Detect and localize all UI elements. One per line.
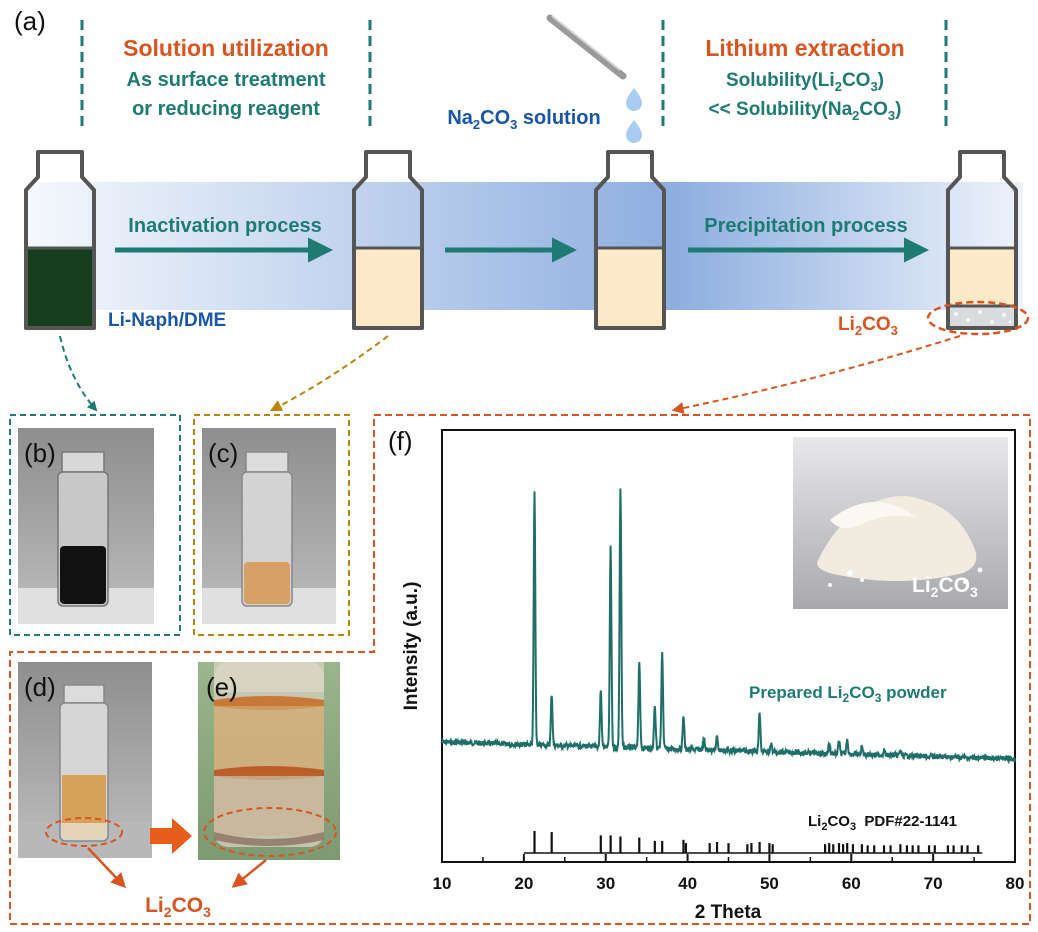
x-axis-ticks bbox=[441, 854, 1016, 862]
y-axis-title: Intensity (a.u.) bbox=[401, 582, 422, 711]
vial-with-na2co3 bbox=[594, 150, 666, 330]
inactivation-process-label: Inactivation process bbox=[128, 215, 321, 237]
photo-vial-c bbox=[241, 451, 293, 607]
arrow-d-to-label bbox=[87, 847, 127, 889]
process-band bbox=[28, 182, 1023, 310]
precipitate-highlight-d bbox=[45, 817, 123, 847]
photo-vial-d bbox=[59, 684, 109, 842]
vial-inactivated bbox=[352, 150, 424, 330]
panel-d: (d) bbox=[18, 662, 152, 858]
panel-c-label: (c) bbox=[208, 438, 238, 468]
arrow-d-to-e bbox=[150, 818, 192, 854]
precipitate-highlight bbox=[926, 300, 1030, 336]
na2co3-solution-label: Na2CO3 solution bbox=[447, 107, 600, 132]
connector-to-c bbox=[269, 335, 389, 412]
panel-c: (c) bbox=[193, 414, 350, 636]
panel-f-label: (f) bbox=[388, 426, 413, 456]
panel-d-label: (d) bbox=[24, 672, 56, 702]
lithium-line-1: Solubility(Li2CO3) bbox=[726, 70, 884, 94]
solution-line-1: As surface treatment bbox=[127, 69, 326, 91]
dropper-icon bbox=[546, 14, 642, 143]
vial-li-naph bbox=[24, 150, 96, 330]
x-tick-label: 50 bbox=[760, 874, 779, 893]
panel-b-label: (b) bbox=[24, 438, 56, 468]
x-tick-label: 70 bbox=[924, 874, 943, 893]
drop-icon bbox=[626, 88, 642, 111]
li-naph-dme-label: Li-Naph/DME bbox=[108, 310, 226, 331]
panel-b: (b) bbox=[9, 414, 181, 636]
series-label: Prepared Li2CO3 powder bbox=[749, 683, 947, 705]
li2co3-precipitate-label: Li2CO3 bbox=[838, 314, 898, 338]
panel-e: (e) bbox=[198, 662, 340, 860]
x-tick-label: 80 bbox=[1006, 874, 1025, 893]
xrd-series-line bbox=[441, 488, 1016, 765]
lithium-extraction-title: Lithium extraction bbox=[705, 35, 904, 61]
header-brackets bbox=[80, 20, 948, 132]
panel-f: (f) 10 20 30 40 50 60 70 80 2 Theta Intensity (… bbox=[388, 426, 1024, 923]
arrow-e-to-label bbox=[231, 859, 267, 888]
x-axis-tick-labels: 10 20 30 40 50 60 70 80 bbox=[433, 874, 1025, 893]
x-tick-label: 10 bbox=[433, 874, 452, 893]
reference-label: Li2CO3 PDF#22-1141 bbox=[808, 813, 957, 833]
solution-utilization-title: Solution utilization bbox=[123, 35, 329, 61]
photo-vial-b bbox=[57, 451, 109, 607]
connector-to-b bbox=[59, 335, 98, 412]
x-tick-label: 30 bbox=[596, 874, 615, 893]
precipitation-process-label: Precipitation process bbox=[704, 215, 907, 237]
inset-label: Li2CO3 bbox=[912, 574, 978, 600]
solution-line-2: or reducing reagent bbox=[132, 98, 320, 120]
x-tick-label: 40 bbox=[678, 874, 697, 893]
drop-icon bbox=[626, 120, 642, 143]
panel-a: (a) Solution utilization As surface trea… bbox=[14, 6, 1030, 338]
panel-def-frame bbox=[9, 414, 1031, 925]
reference-pattern bbox=[523, 831, 983, 854]
x-tick-label: 20 bbox=[514, 874, 533, 893]
x-axis-title: 2 Theta bbox=[695, 902, 762, 923]
panel-a-label: (a) bbox=[14, 6, 46, 36]
li2co3-bottom-label: Li2CO3 bbox=[145, 894, 211, 920]
x-tick-label: 60 bbox=[842, 874, 861, 893]
panel-e-label: (e) bbox=[206, 672, 238, 702]
precipitate-highlight-e bbox=[203, 807, 337, 857]
vial-precipitated bbox=[946, 150, 1018, 330]
inset-photo-li2co3-powder: Li2CO3 bbox=[793, 437, 1008, 609]
lithium-line-2: << Solubility(Na2CO3) bbox=[709, 99, 902, 123]
connector-to-f bbox=[671, 335, 961, 414]
